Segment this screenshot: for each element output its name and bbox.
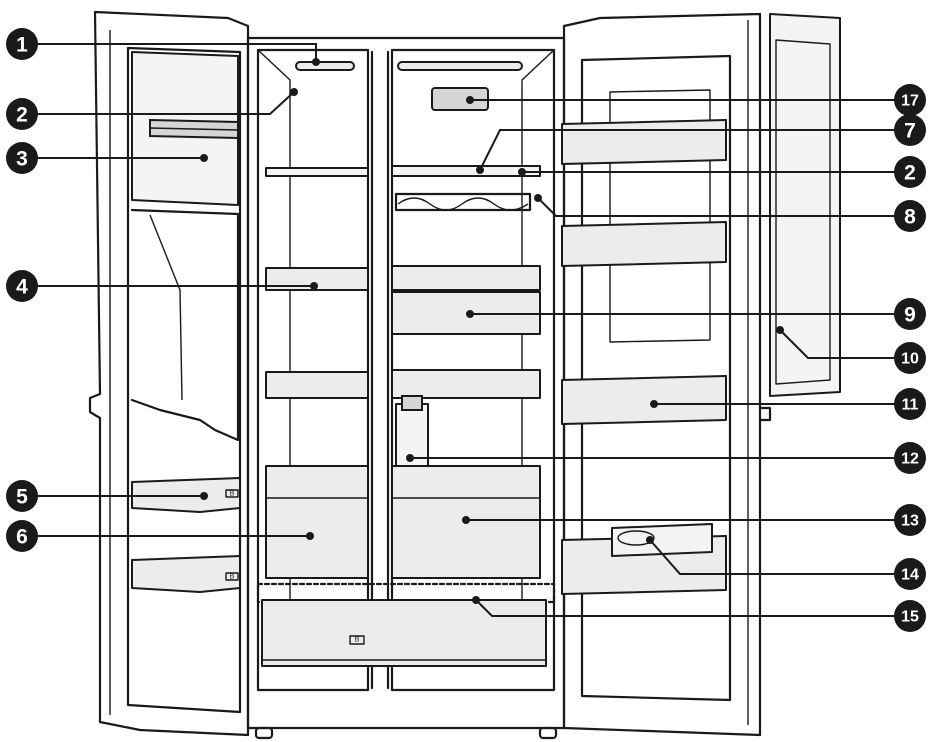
- svg-text:15: 15: [901, 609, 919, 626]
- freezer-shelf-3: [265, 371, 369, 399]
- outer-panel-frame: [775, 39, 831, 385]
- callout-10: 10: [894, 342, 926, 374]
- svg-text:2: 2: [16, 104, 28, 127]
- right-door-outline: [562, 12, 762, 737]
- bottom-drawer-dashed: [256, 582, 556, 604]
- svg-text:5: 5: [16, 486, 28, 509]
- callout-badges: 1 2 3 4 5 6 17 7 2 8 9 10 11 12 13 14 15: [6, 28, 926, 632]
- wine-rack-wave: [397, 197, 529, 211]
- callout-9: 9: [894, 298, 926, 330]
- svg-text:9: 9: [904, 304, 916, 327]
- svg-text:14: 14: [901, 567, 919, 584]
- bin-tag-upper-text: B: [230, 491, 235, 498]
- bin-tag-lower-text: B: [230, 574, 235, 581]
- freezer-shelf-1: [265, 167, 369, 177]
- outer-door-panel: [758, 13, 841, 422]
- fridge-shelf-3: [391, 369, 541, 399]
- bin-tag-lower: [225, 572, 239, 581]
- ice-tray-line: [149, 127, 239, 131]
- egg-box-handle: [617, 530, 655, 546]
- right-door-liner: [580, 54, 732, 702]
- freezer-shelf-2: [265, 267, 369, 291]
- svg-text:3: 3: [16, 148, 28, 171]
- svg-text:7: 7: [904, 120, 916, 143]
- callout-12: 12: [894, 442, 926, 474]
- callout-13: 13: [894, 504, 926, 536]
- cabinet: B: [246, 36, 566, 740]
- callout-4: 4: [6, 270, 38, 302]
- right-door-bin-1: [561, 119, 727, 165]
- egg-box: [611, 523, 713, 557]
- callout-7: 7: [894, 114, 926, 146]
- left-door-outline: [88, 10, 250, 737]
- svg-text:12: 12: [901, 451, 919, 468]
- fridge-shelf-2: [391, 265, 541, 291]
- freezer-light: [295, 61, 355, 71]
- right-door-bin-2: [561, 221, 727, 267]
- water-tank-cap: [401, 395, 423, 411]
- left-door-liner: [126, 46, 242, 714]
- right-door-bin-3: [561, 375, 727, 425]
- svg-text:10: 10: [901, 351, 919, 368]
- callout-8: 8: [894, 200, 926, 232]
- callout-15: 15: [894, 600, 926, 632]
- callout-5: 5: [6, 480, 38, 512]
- svg-text:17: 17: [901, 93, 919, 110]
- foot-right: [538, 726, 558, 740]
- svg-text:13: 13: [901, 513, 919, 530]
- left-door: B B: [88, 10, 250, 737]
- svg-text:1: 1: [16, 34, 28, 57]
- svg-text:4: 4: [16, 276, 28, 299]
- svg-text:2: 2: [904, 162, 916, 185]
- fresh-drawer: [391, 291, 541, 335]
- callout-3: 3: [6, 142, 38, 174]
- callout-2-right: 2: [894, 156, 926, 188]
- ice-chute: [149, 214, 183, 401]
- svg-text:8: 8: [904, 206, 916, 229]
- wine-rack: [394, 192, 532, 212]
- bottom-drawer: [261, 599, 547, 667]
- callout-1: 1: [6, 28, 38, 60]
- freezer-compartment: [256, 48, 370, 692]
- callout-2-left: 2: [6, 98, 38, 130]
- callout-14: 14: [894, 558, 926, 590]
- fridge-shelf-1: [391, 165, 541, 177]
- center-divider: [370, 50, 390, 690]
- bin-tag-bottom-text: B: [355, 637, 360, 644]
- bin-tag-bottom: [349, 635, 365, 645]
- foot-left: [254, 726, 274, 740]
- callout-17: 17: [894, 84, 926, 116]
- hinge: [758, 406, 772, 422]
- leaders: [36, 43, 910, 617]
- freezer-drawer: [265, 465, 369, 579]
- ice-bucket: [130, 208, 240, 442]
- callout-6: 6: [6, 520, 38, 552]
- svg-text:11: 11: [902, 397, 919, 414]
- outer-panel: [769, 13, 841, 397]
- bin-tag-upper: [225, 489, 239, 498]
- svg-text:6: 6: [16, 526, 28, 549]
- left-door-bin-lower: [131, 555, 241, 593]
- right-door: [561, 12, 762, 737]
- callout-11: 11: [894, 388, 926, 420]
- fridge-light: [397, 61, 523, 71]
